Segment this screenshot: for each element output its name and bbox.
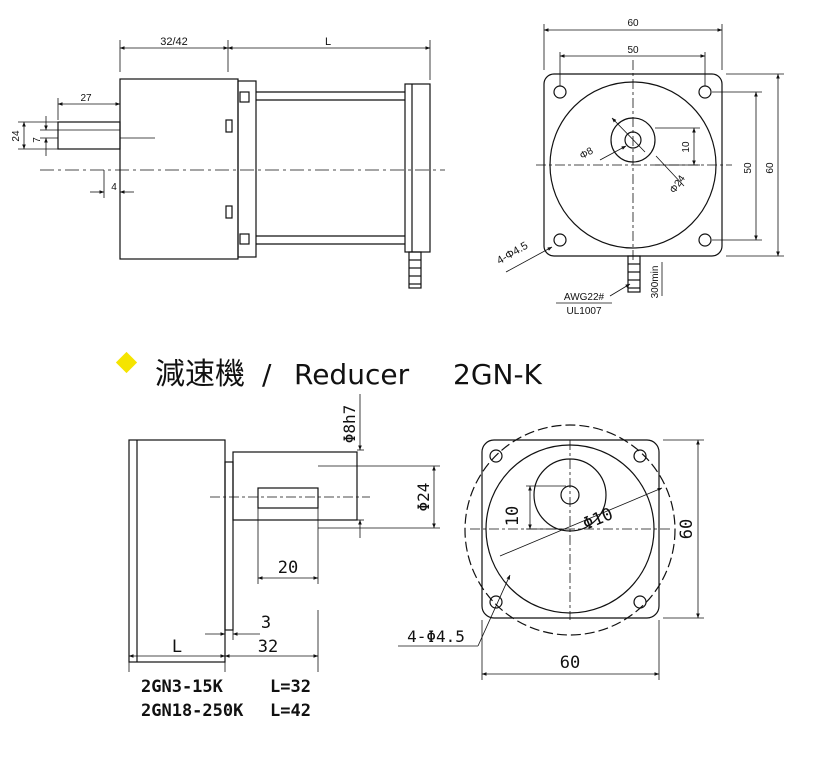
dim-shaft-d: 7	[32, 137, 43, 143]
dim-lead-len: 300min	[650, 266, 661, 299]
dim-front-height: 60	[765, 162, 776, 174]
dim-reducer-front-holes: 4-Φ4.5	[407, 627, 465, 646]
dim-reducer-gear-len: L	[172, 637, 182, 657]
motor-front-cable	[627, 255, 641, 293]
dim-key: 4	[111, 182, 117, 193]
dim-reducer-front-bore: 10	[503, 506, 523, 526]
spec-length-2: L=42	[270, 701, 311, 721]
reducer-side-view	[128, 439, 358, 663]
motor-side-view	[40, 78, 445, 289]
reducer-spigot	[224, 461, 234, 631]
spec-model-2: 2GN18-250K	[141, 701, 244, 721]
motor-front-dims	[505, 24, 784, 304]
motor-cable	[408, 251, 422, 289]
dim-flange-h: 24	[11, 130, 22, 142]
dim-front-pitch-w: 50	[627, 45, 639, 56]
spec-length-1: L=32	[270, 677, 311, 697]
motor-endcap	[237, 80, 257, 258]
reducer-mount-holes	[489, 449, 647, 609]
dim-reducer-front-hub: Φ10	[580, 504, 616, 534]
spec-model-1: 2GN3-15K	[141, 677, 224, 697]
motor-side-dims	[18, 40, 431, 198]
heading-separator: /	[262, 358, 272, 391]
dim-front-holes: 4-Φ4.5	[495, 240, 530, 267]
dim-front-pitch-h: 50	[743, 162, 754, 174]
dim-reducer-spigot: 3	[261, 613, 271, 633]
motor-mount-holes	[553, 85, 712, 247]
reducer-front-dims	[398, 439, 704, 680]
heading-label-cn: 減速機	[155, 357, 245, 392]
diamond-bullet-icon	[115, 351, 138, 374]
reducer-key	[257, 487, 319, 509]
motor-shaft	[57, 121, 121, 150]
heading-model: 2GN-K	[453, 358, 543, 391]
dim-reducer-shaft-fit: Φ8h7	[340, 405, 359, 444]
motor-flange	[119, 78, 239, 260]
dim-reducer-shaft-len: 20	[278, 558, 298, 578]
dim-front-width: 60	[627, 18, 639, 29]
reducer-body	[128, 439, 226, 663]
dim-reducer-front-width: 60	[560, 653, 580, 673]
reducer-shaft	[232, 451, 358, 521]
dim-front-pilot: Φ24	[668, 173, 688, 195]
reducer-side-dims	[128, 394, 440, 672]
dim-flange-len: 32/42	[160, 36, 188, 48]
heading-label-en: Reducer	[294, 358, 410, 391]
label-wire-spec: AWG22#	[564, 292, 605, 303]
motor-rear-cap	[404, 83, 431, 253]
dim-reducer-pilot: Φ24	[414, 483, 433, 512]
dim-front-hub: Φ8	[578, 145, 596, 162]
dim-reducer-body-len: 32	[258, 637, 278, 657]
reducer-front-plate	[481, 439, 660, 619]
reducer-front-outer-circle	[464, 424, 676, 636]
dim-reducer-front-height: 60	[677, 519, 697, 539]
label-wire-std: UL1007	[566, 306, 601, 317]
dim-shaft-len: 27	[80, 93, 92, 104]
dim-body-len: L	[325, 36, 331, 48]
dim-front-bore: 10	[681, 141, 692, 153]
